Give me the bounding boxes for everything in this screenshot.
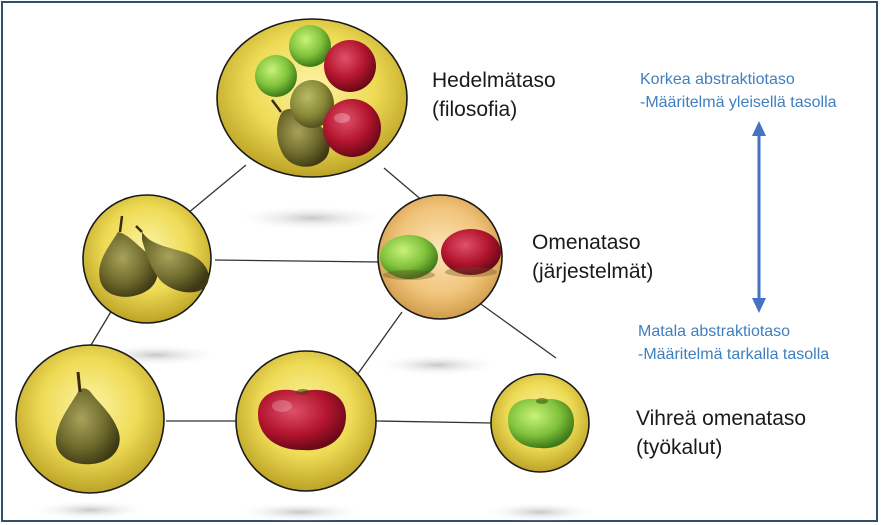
level-apple-name: Omenataso <box>532 228 653 257</box>
level-apple-label: Omenataso (järjestelmät) <box>532 228 653 286</box>
fruit-circle <box>217 19 407 177</box>
high-abstraction-desc: -Määritelmä yleisellä tasolla <box>640 91 837 114</box>
high-abstraction-label: Korkea abstraktiotaso -Määritelmä yleise… <box>640 68 837 114</box>
level-apple-sub: (järjestelmät) <box>532 257 653 286</box>
level-green-label: Vihreä omenataso (työkalut) <box>636 404 806 462</box>
green-apple-circle <box>491 374 589 472</box>
pear-pair-circle <box>83 195 211 323</box>
level-green-name: Vihreä omenataso <box>636 404 806 433</box>
level-fruit-sub: (filosofia) <box>432 95 556 124</box>
red-apple-circle <box>236 351 376 491</box>
low-abstraction-label: Matala abstraktiotaso -Määritelmä tarkal… <box>638 320 829 366</box>
green-apple-icon <box>508 398 574 448</box>
pear-circle <box>16 345 164 493</box>
apple-pair-circle <box>378 195 502 319</box>
level-fruit-label: Hedelmätaso (filosofia) <box>432 66 556 124</box>
low-abstraction-title: Matala abstraktiotaso <box>638 320 829 343</box>
level-fruit-name: Hedelmätaso <box>432 66 556 95</box>
high-abstraction-title: Korkea abstraktiotaso <box>640 68 837 91</box>
abstraction-arrow <box>752 121 766 313</box>
low-abstraction-desc: -Määritelmä tarkalla tasolla <box>638 343 829 366</box>
level-green-sub: (työkalut) <box>636 433 806 462</box>
